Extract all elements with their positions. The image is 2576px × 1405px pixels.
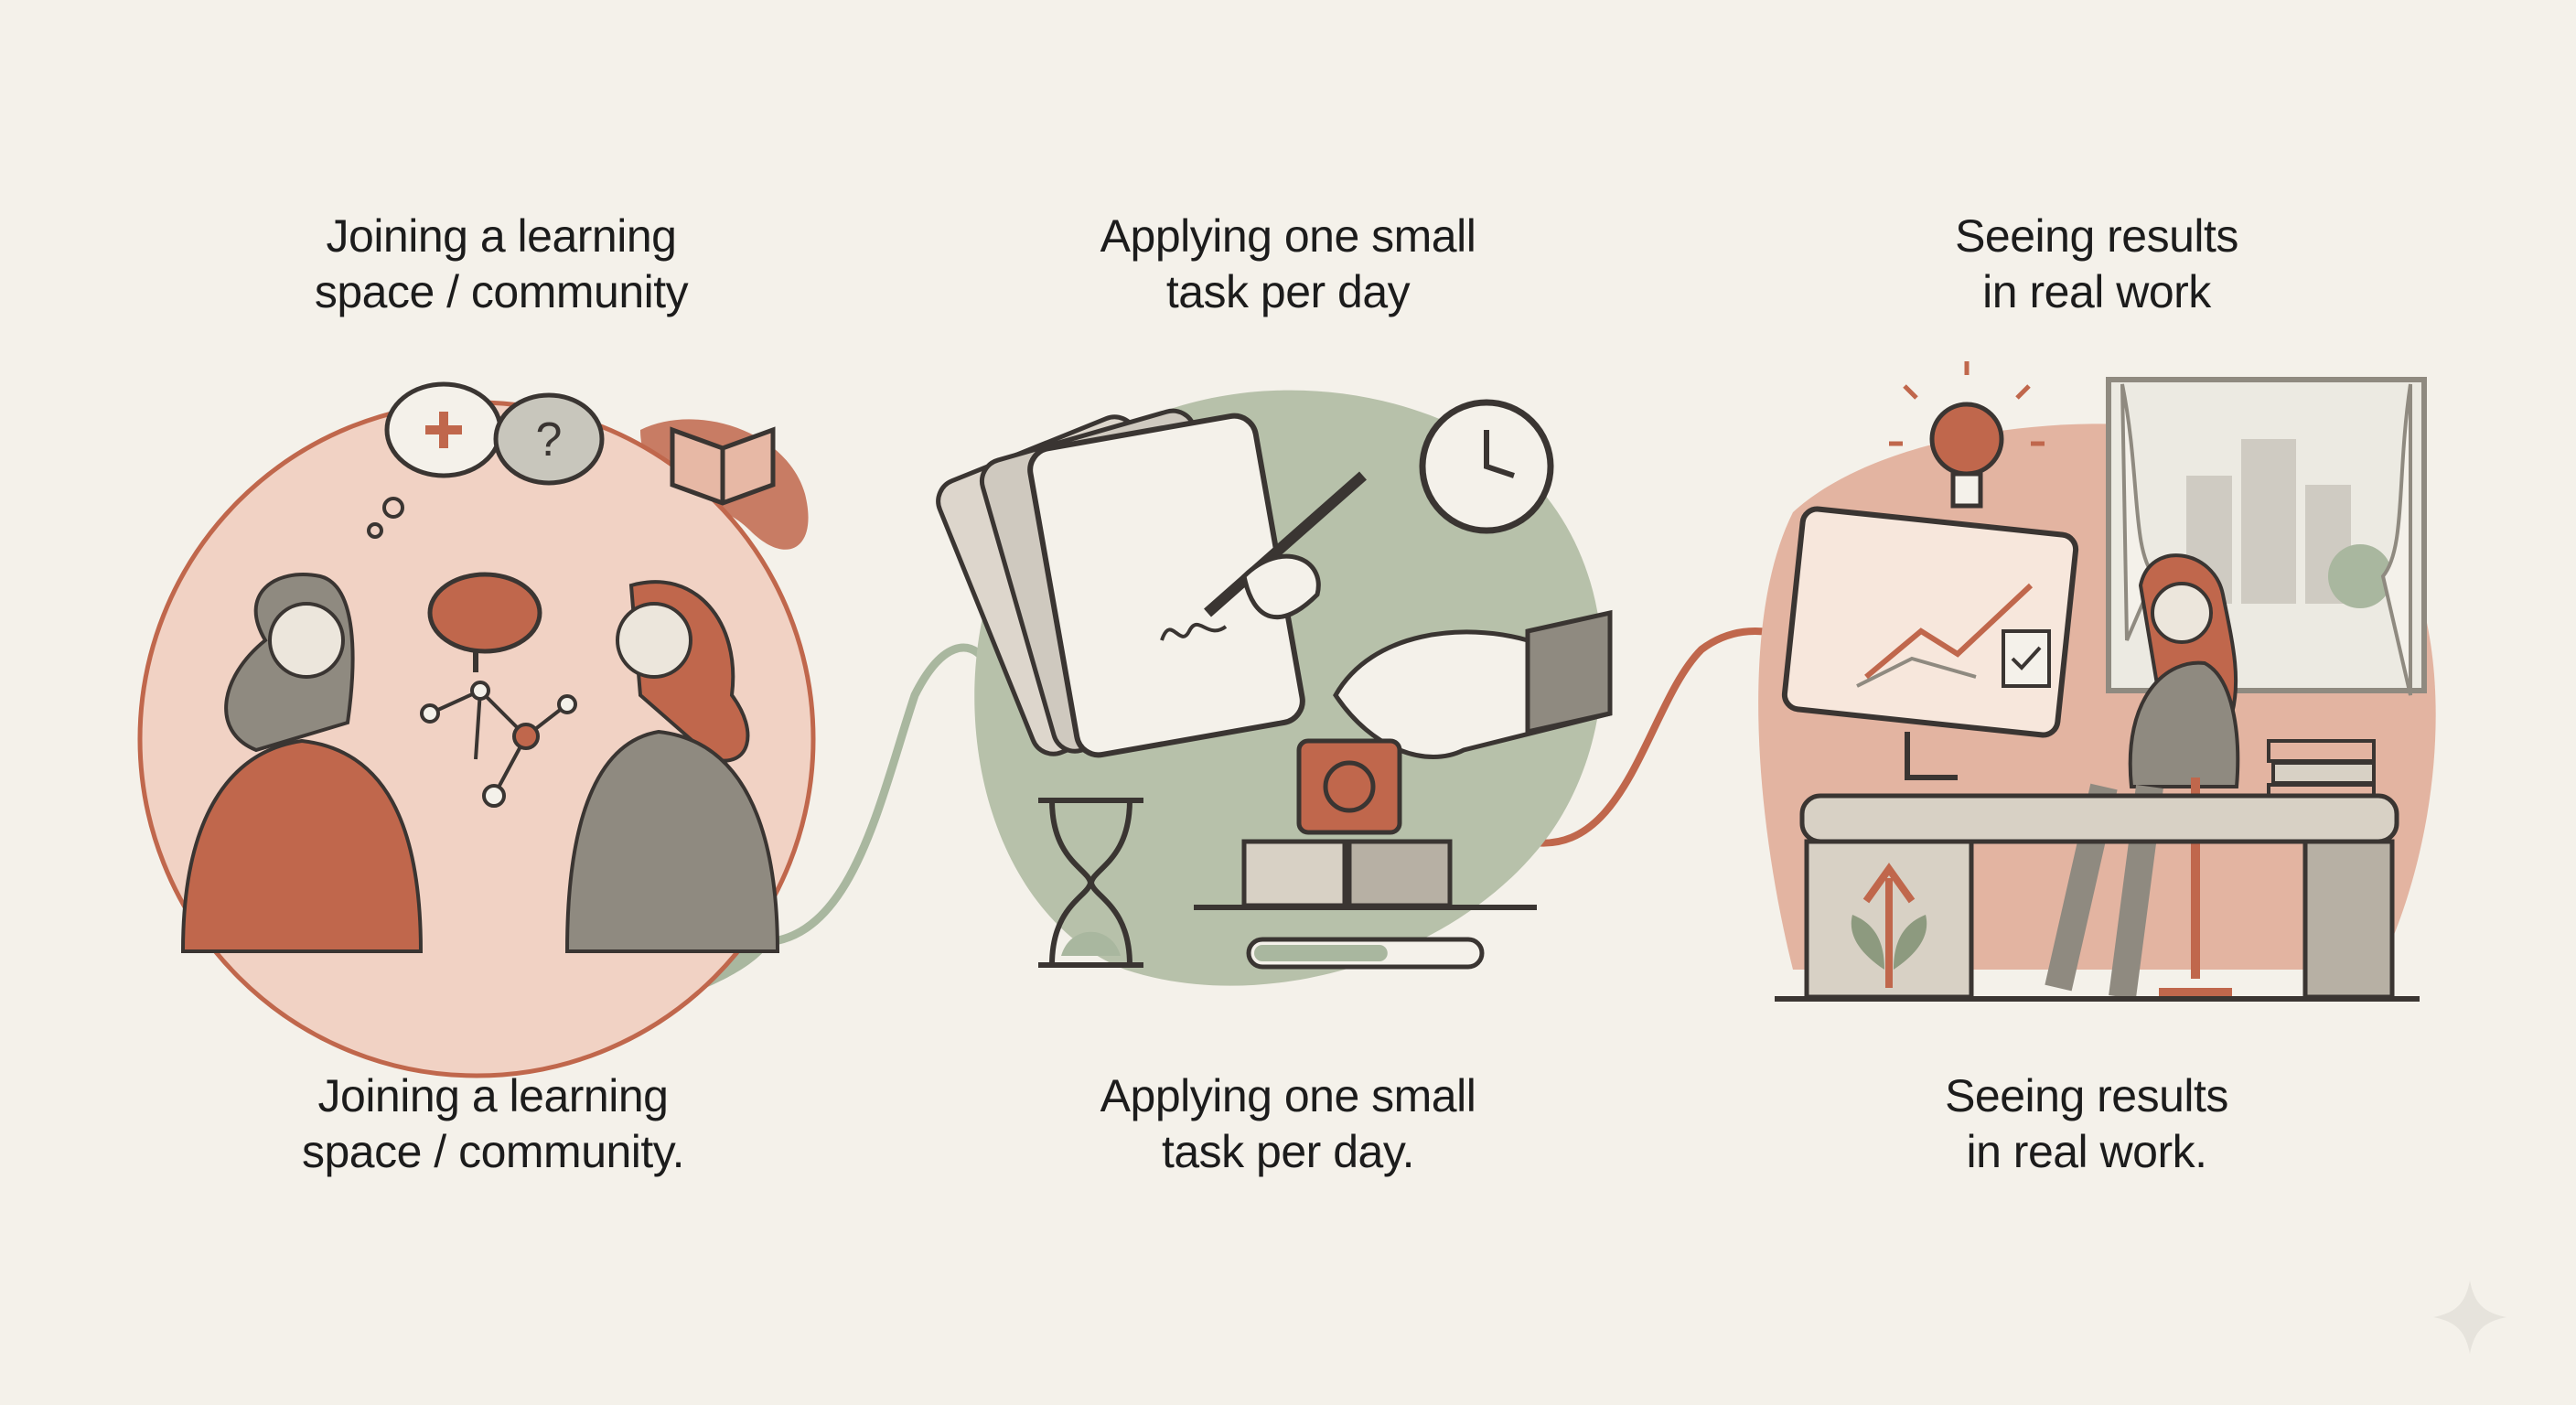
step-3-heading: Seeing results in real work bbox=[1776, 209, 2417, 320]
plant-arrow-icon bbox=[1851, 863, 1927, 988]
heading-line: Seeing results bbox=[1955, 210, 2238, 262]
caption-line: Joining a learning bbox=[317, 1070, 669, 1121]
caption-line: Seeing results bbox=[1945, 1070, 2228, 1121]
caption-line: in real work. bbox=[1966, 1126, 2207, 1177]
step-1-caption: Joining a learning space / community. bbox=[173, 1068, 813, 1180]
sparkle-icon bbox=[2433, 1281, 2506, 1354]
heading-line: Applying one small bbox=[1100, 210, 1476, 262]
step-2-caption: Applying one small task per day. bbox=[968, 1068, 1608, 1180]
person-icon bbox=[564, 580, 780, 953]
caption-line: Applying one small bbox=[1100, 1070, 1476, 1121]
monitor-chart-icon bbox=[1781, 506, 2079, 780]
brain-icon bbox=[427, 572, 542, 672]
caption-line: space / community. bbox=[301, 1126, 685, 1177]
speech-bubble-plus-icon bbox=[384, 381, 503, 478]
step-2-heading: Applying one small task per day bbox=[968, 209, 1608, 320]
person-icon bbox=[180, 573, 424, 953]
network-icon bbox=[420, 681, 577, 808]
block-icon bbox=[1194, 738, 1537, 910]
scene-daily-task bbox=[936, 390, 1613, 986]
heading-line: Joining a learning bbox=[326, 210, 677, 262]
step-1-heading: Joining a learning space / community bbox=[181, 209, 821, 320]
lightbulb-icon bbox=[1889, 361, 2045, 509]
step-3-caption: Seeing results in real work. bbox=[1766, 1068, 2407, 1180]
svg-text:?: ? bbox=[536, 413, 563, 467]
clock-icon bbox=[1419, 399, 1554, 534]
tablet-icon bbox=[936, 408, 1305, 758]
heading-line: space / community bbox=[314, 266, 689, 317]
caption-line: task per day. bbox=[1161, 1126, 1415, 1177]
scene-results bbox=[1758, 361, 2436, 1002]
heading-line: in real work bbox=[1982, 266, 2211, 317]
book-icon bbox=[670, 426, 776, 506]
scene-community: ? bbox=[137, 381, 816, 1078]
connector-1-2 bbox=[749, 643, 987, 947]
hourglass-icon bbox=[1038, 798, 1143, 968]
progress-bar bbox=[1246, 937, 1485, 970]
pen-hand-icon bbox=[1204, 471, 1367, 620]
heading-line: task per day bbox=[1165, 266, 1411, 317]
hand-icon bbox=[1333, 609, 1613, 759]
speech-bubble-question-icon: ? bbox=[493, 392, 605, 486]
